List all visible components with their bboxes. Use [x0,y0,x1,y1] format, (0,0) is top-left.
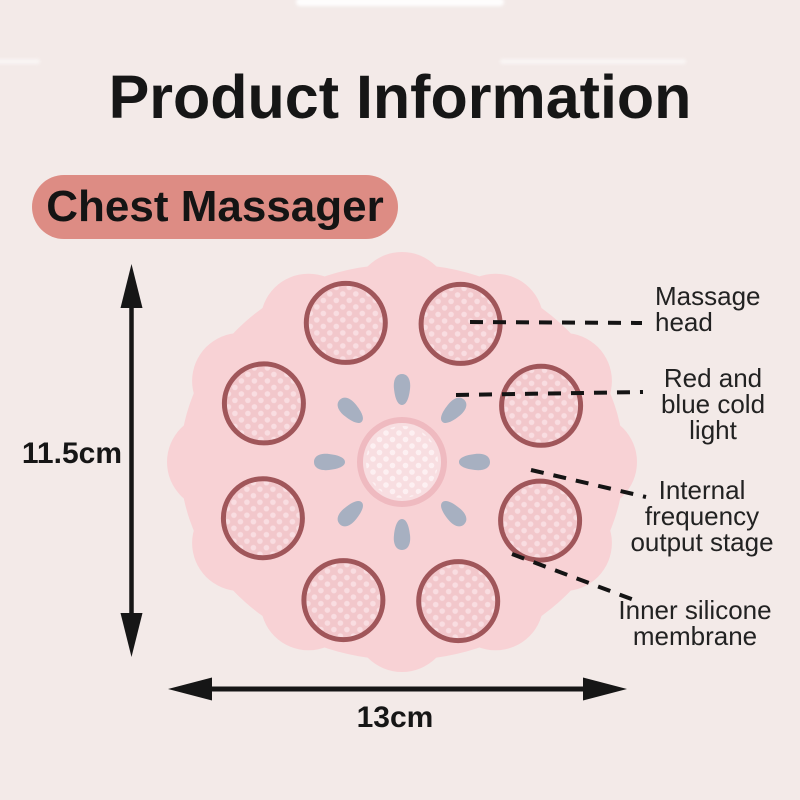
background-glare [0,59,40,64]
leader-line-massage-head [469,320,643,325]
background-glare [296,0,504,6]
arrowhead-up [120,264,143,308]
background-glare [500,59,686,64]
massage-head [502,366,581,445]
width-dimension-label: 13cm [356,701,434,734]
arrowhead-down [120,613,143,657]
massage-head [421,284,500,363]
arrowhead-left [168,677,212,701]
height-arrow [120,264,143,657]
page-title: Product Information [108,63,692,131]
massage-head [501,481,580,560]
width-arrow [168,677,627,701]
callout-internal-frequency-output-stage: Internal frequency output stage [630,475,774,557]
arrowhead-right [583,677,627,701]
leader-line-cold-light [455,390,644,397]
product-badge: Chest Massager [32,175,398,239]
callout-inner-silicone-membrane: Inner silicone membrane [618,595,772,651]
leader-line-frequency-stage [530,468,647,499]
center-massage-node [357,417,447,507]
callout-red-and-blue-cold-light: Red and blue cold light [660,363,766,445]
leader-lines [455,320,647,602]
massage-head [419,562,498,641]
massage-head [224,364,303,443]
height-dimension-label: 11.5cm [21,437,122,470]
massage-head [306,283,385,362]
massage-head [223,479,302,558]
massage-head [304,561,383,640]
callout-massage-head: Massage head [655,281,761,337]
